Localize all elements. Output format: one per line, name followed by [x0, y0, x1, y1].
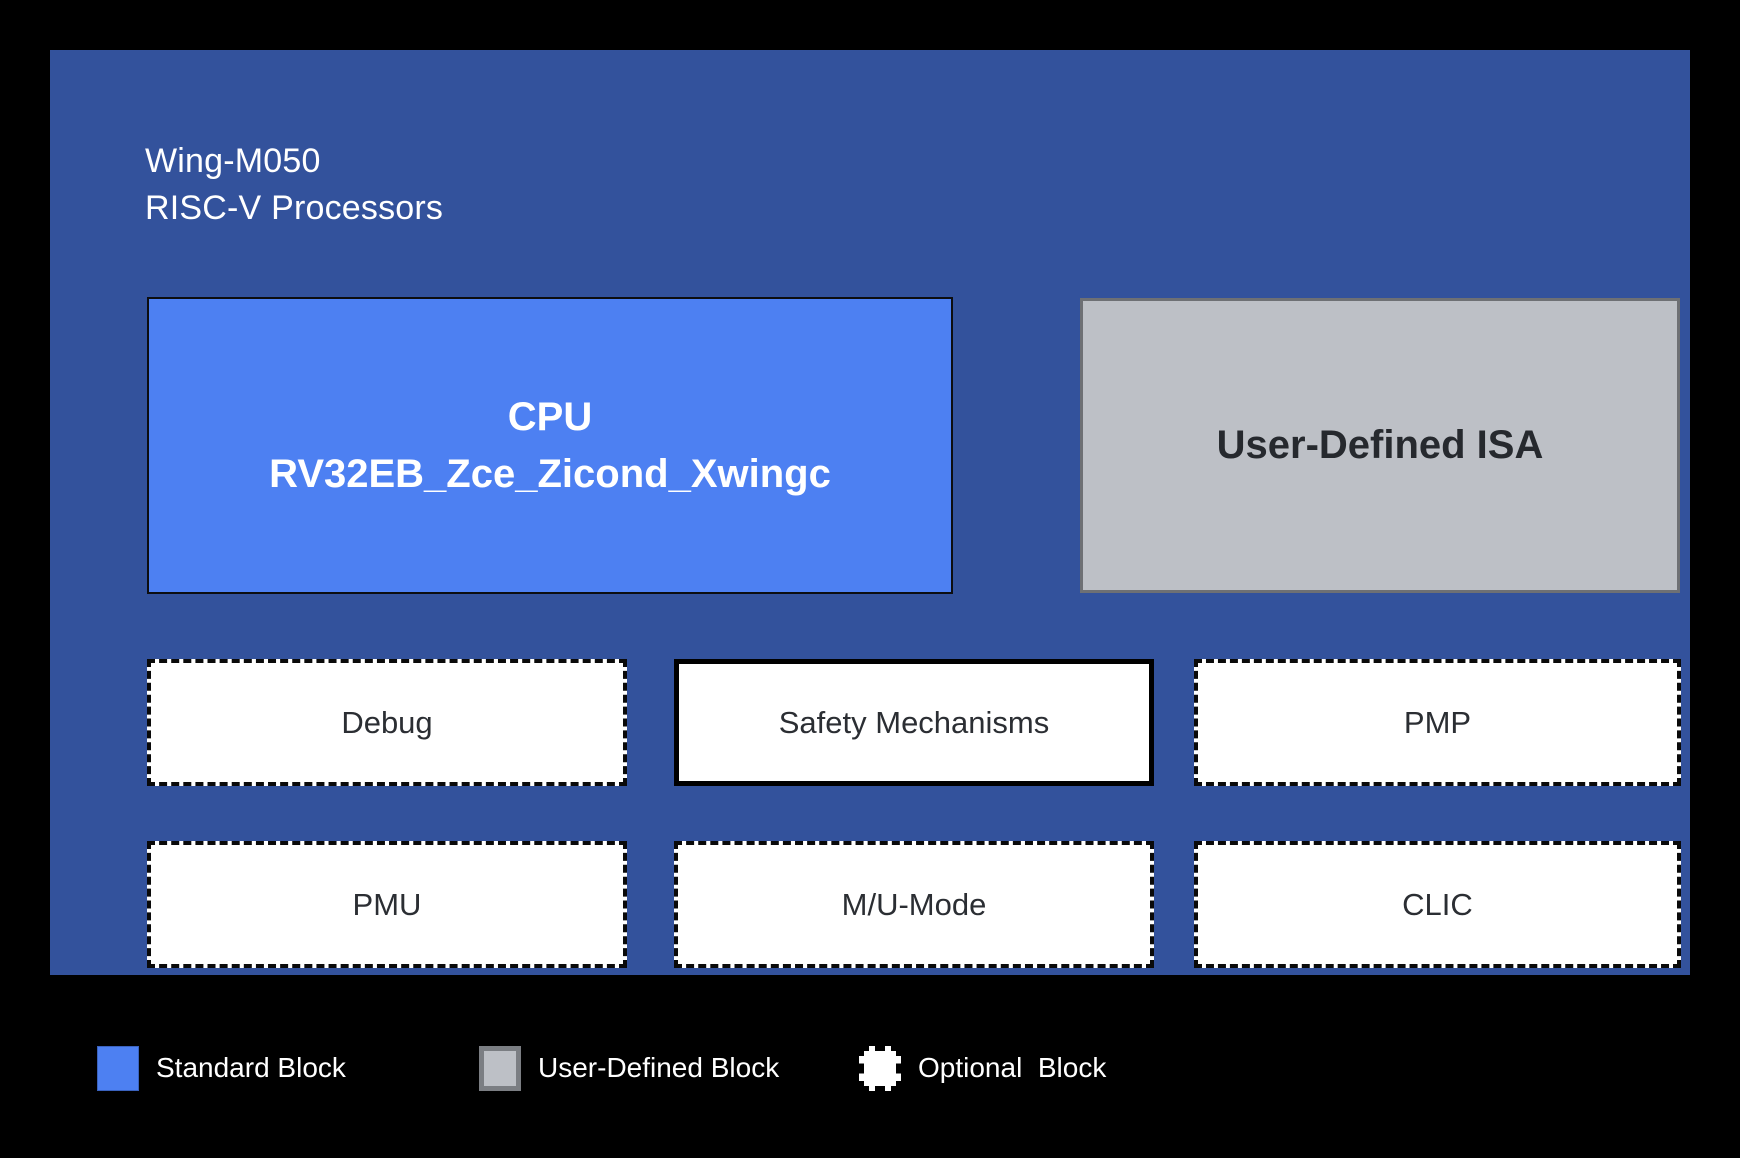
legend-item-optional: Optional Block	[859, 1044, 1106, 1092]
panel-title-line2: RISC-V Processors	[145, 189, 444, 227]
block-user-defined-isa: User-Defined ISA	[1080, 298, 1680, 593]
optional-block-swatch-icon	[859, 1045, 901, 1091]
user-defined-block-swatch-icon	[479, 1045, 521, 1091]
block-cpu: CPU RV32EB_Zce_Zicond_Xwingc	[147, 297, 953, 594]
block-cpu-isa-string: RV32EB_Zce_Zicond_Xwingc	[269, 451, 831, 496]
block-pmu: PMU	[147, 841, 627, 968]
panel-title: Wing-M050 RISC-V Processors	[145, 138, 443, 232]
block-debug-label: Debug	[341, 704, 433, 740]
processor-panel: Wing-M050 RISC-V Processors CPU RV32EB_Z…	[50, 50, 1690, 975]
block-clic: CLIC	[1194, 841, 1681, 968]
block-safety-mechanisms-label: Safety Mechanisms	[778, 704, 1050, 740]
block-cpu-label: CPU RV32EB_Zce_Zicond_Xwingc	[269, 389, 831, 503]
block-pmp: PMP	[1194, 659, 1681, 786]
legend-item-user-defined: User-Defined Block	[479, 1044, 779, 1092]
block-pmp-label: PMP	[1403, 704, 1472, 740]
block-debug: Debug	[147, 659, 627, 786]
block-cpu-title: CPU	[507, 394, 593, 439]
legend-label-user-defined: User-Defined Block	[538, 1052, 780, 1083]
block-safety-mechanisms: Safety Mechanisms	[674, 659, 1154, 786]
block-mu-mode: M/U-Mode	[674, 841, 1154, 968]
legend-label-standard: Standard Block	[156, 1052, 346, 1083]
legend-item-standard: Standard Block	[97, 1044, 346, 1092]
legend-label-optional: Optional Block	[918, 1052, 1107, 1083]
panel-title-line1: Wing-M050	[145, 142, 321, 180]
block-clic-label: CLIC	[1402, 886, 1473, 922]
block-pmu-label: PMU	[352, 886, 422, 922]
block-user-defined-isa-label: User-Defined ISA	[1216, 423, 1544, 467]
standard-block-swatch-icon	[97, 1045, 139, 1091]
block-mu-mode-label: M/U-Mode	[841, 886, 987, 922]
